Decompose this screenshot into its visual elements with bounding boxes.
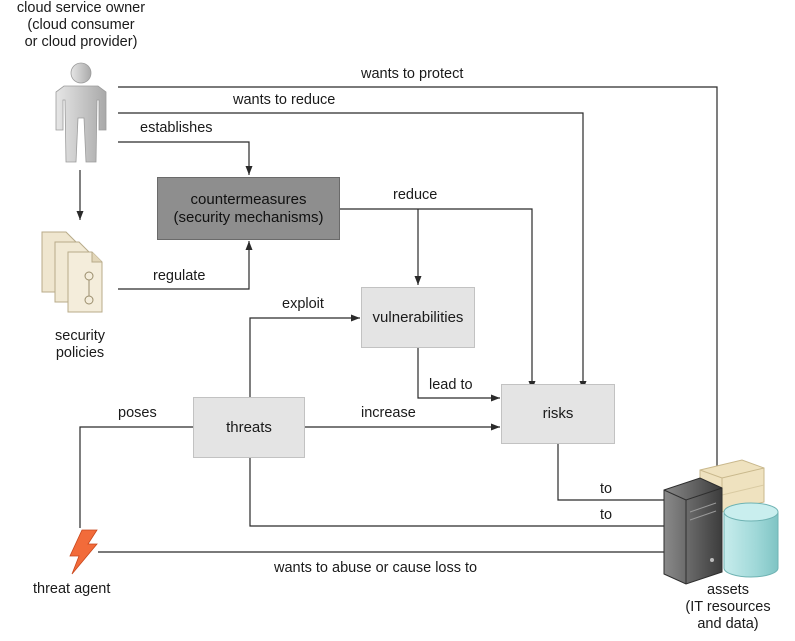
edge-label-to-threats: to xyxy=(600,507,613,523)
owner-label-line: (cloud consumer xyxy=(27,17,135,33)
policy-document-icon xyxy=(41,231,103,313)
edge-label-exploit: exploit xyxy=(282,296,324,312)
lightning-bolt-icon xyxy=(69,529,98,575)
assets-label: assets (IT resources and data) xyxy=(668,582,788,633)
server-icon xyxy=(663,477,723,585)
assets-icon xyxy=(663,459,779,585)
edge-label-regulate: regulate xyxy=(153,268,206,284)
countermeasures-label-line: countermeasures xyxy=(190,190,307,208)
edge-regulate xyxy=(118,241,253,290)
edge-label-lead-to: lead to xyxy=(429,377,473,393)
edge-establishes xyxy=(118,141,253,175)
countermeasures-box: countermeasures (security mechanisms) xyxy=(157,177,340,240)
edge-label-poses: poses xyxy=(118,405,157,421)
threats-label: threats xyxy=(226,418,272,436)
edge-label-wants-to-abuse: wants to abuse or cause loss to xyxy=(274,560,478,576)
policies-label-line: security xyxy=(55,328,105,344)
database-icon xyxy=(723,502,779,578)
risks-label: risks xyxy=(542,405,574,422)
owner-label-line: or cloud provider) xyxy=(24,34,138,50)
countermeasures-label-line: (security mechanisms) xyxy=(173,208,324,226)
edge-wants-to-protect xyxy=(118,86,721,490)
threats-box: threats xyxy=(193,397,305,458)
vulnerabilities-label: vulnerabilities xyxy=(372,308,464,326)
owner-label-line: cloud service owner xyxy=(16,0,146,16)
threat-agent-label: threat agent xyxy=(33,581,111,597)
edge-risks-to-assets xyxy=(557,443,680,504)
edge-label-reduce: reduce xyxy=(393,187,438,203)
edge-reduce-risks xyxy=(340,208,536,390)
edge-exploit xyxy=(249,314,360,397)
policies-label: security policies xyxy=(30,328,130,362)
owner-label: cloud service owner (cloud consumer or c… xyxy=(0,0,162,51)
assets-label-line: assets xyxy=(707,582,749,598)
edge-label-to-risks: to xyxy=(600,481,613,497)
assets-label-line: (IT resources xyxy=(685,599,771,615)
edge-lead-to xyxy=(417,348,500,402)
edge-label-increase: increase xyxy=(361,405,416,421)
assets-label-line: and data) xyxy=(697,616,759,632)
edge-label-establishes: establishes xyxy=(140,120,213,136)
edge-threats-to-assets xyxy=(249,458,680,530)
person-icon xyxy=(55,62,107,163)
edge-label-wants-to-protect: wants to protect xyxy=(361,66,464,82)
edge-wants-to-reduce xyxy=(118,112,587,390)
edge-label-wants-to-reduce: wants to reduce xyxy=(233,92,336,108)
vulnerabilities-box: vulnerabilities xyxy=(361,287,475,348)
risks-box: risks xyxy=(501,384,615,444)
policies-label-line: policies xyxy=(55,345,105,361)
edge-poses xyxy=(79,426,193,528)
